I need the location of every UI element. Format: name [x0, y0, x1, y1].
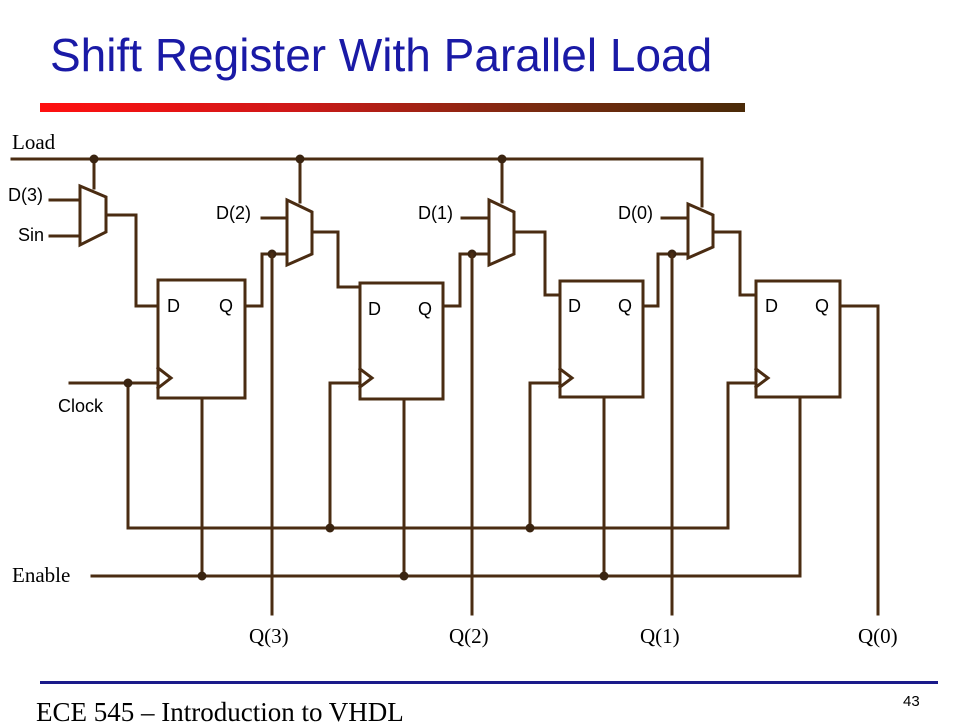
d1-label: D(1)	[418, 203, 453, 223]
flipflop-1	[557, 279, 645, 399]
q1-label: Q(1)	[640, 624, 680, 648]
slide-title: Shift Register With Parallel Load	[50, 29, 713, 81]
load-label: Load	[12, 130, 56, 154]
d3-label: D(3)	[8, 185, 43, 205]
mux-3	[48, 183, 160, 308]
clock-net	[68, 378, 758, 533]
q3-label: Q(3)	[249, 624, 289, 648]
enable-net	[90, 395, 802, 581]
q2-label: Q(2)	[449, 624, 489, 648]
ff0-q-pin: Q	[815, 296, 829, 316]
flipflop-3	[155, 278, 247, 400]
ff2-d-pin: D	[368, 299, 381, 319]
clock-label: Clock	[58, 396, 104, 416]
d0-label: D(0)	[618, 203, 653, 223]
page-number: 43	[903, 693, 920, 710]
flipflop-0	[753, 279, 842, 399]
ff1-d-pin: D	[568, 296, 581, 316]
flipflop-2	[357, 281, 445, 401]
d2-label: D(2)	[216, 203, 251, 223]
mux-1	[441, 197, 562, 308]
sin-label: Sin	[18, 225, 44, 245]
enable-label: Enable	[12, 563, 70, 587]
mux-0	[641, 201, 758, 308]
ff3-q-pin: Q	[219, 296, 233, 316]
title-underline	[40, 103, 745, 112]
load-bus	[10, 154, 704, 208]
mux-2	[243, 197, 362, 308]
q0-label: Q(0)	[858, 624, 898, 648]
ff2-q-pin: Q	[418, 299, 432, 319]
footer-divider	[40, 681, 938, 684]
ff3-d-pin: D	[167, 296, 180, 316]
output-lines	[270, 252, 880, 616]
ff1-q-pin: Q	[618, 296, 632, 316]
footer-course: ECE 545 – Introduction to VHDL	[36, 697, 404, 727]
ff0-d-pin: D	[765, 296, 778, 316]
shift-register-diagram: Load D(3) Sin D(2) D(1) D(0) Clock Enabl…	[8, 130, 898, 648]
